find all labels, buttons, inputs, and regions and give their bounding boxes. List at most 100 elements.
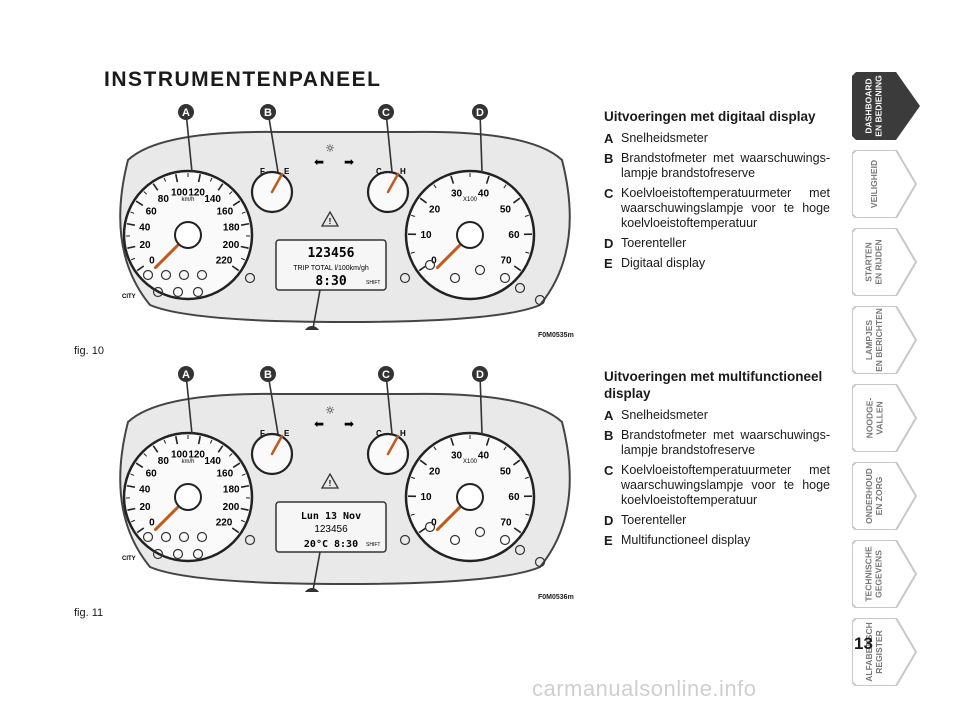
callout-letter: E xyxy=(308,329,315,330)
gauge-tick xyxy=(174,174,179,183)
gauge-tick xyxy=(136,265,145,272)
callout-letter: B xyxy=(264,369,272,381)
gauge-tick xyxy=(524,214,529,218)
legend-letter: D xyxy=(604,513,614,528)
gauge-hub xyxy=(174,221,202,249)
callout-letter: C xyxy=(382,369,390,381)
gauge-tick xyxy=(240,507,249,511)
figure-code: F0M0535m xyxy=(538,332,574,339)
tab-onderhoud[interactable]: ONDERHOUD EN ZORG xyxy=(852,462,922,530)
gauge-tick xyxy=(240,484,250,488)
tab-technische[interactable]: TECHNISCHE GEGEVENS xyxy=(852,540,922,608)
gauge-tick xyxy=(209,439,213,444)
tab-label: NOODGE- VALLEN xyxy=(864,397,884,439)
gauge-tick xyxy=(503,446,507,451)
tab-starten[interactable]: STARTEN EN RIJDEN xyxy=(852,228,922,296)
callout-marker xyxy=(472,104,488,120)
callout-letter: A xyxy=(182,107,190,119)
turn-right-icon: ➡ xyxy=(344,155,354,169)
display-line: TRIP TOTAL l/100km/gh xyxy=(293,265,369,272)
gauge-tick xyxy=(418,265,427,272)
gauge-label: 10 xyxy=(420,230,432,241)
gauge-label: 0 xyxy=(149,256,155,267)
callout-marker xyxy=(178,366,194,382)
gauge-label: 160 xyxy=(216,206,233,217)
legend-letter: C xyxy=(604,186,614,201)
callout-line xyxy=(385,111,393,173)
tab-lampjes[interactable]: LAMPJES EN BERICHTEN xyxy=(852,306,922,374)
gauge-label: 70 xyxy=(500,518,512,529)
sun-icon: ☼ xyxy=(325,142,335,155)
gauge-hub xyxy=(456,221,484,249)
gauge-label: 50 xyxy=(500,466,512,477)
warning-lamp-icon xyxy=(534,556,546,568)
warning-lamp-icon xyxy=(474,526,486,538)
gauge-tick xyxy=(512,459,521,466)
warning-lamp-icon xyxy=(244,534,256,546)
gauge-label: 0 xyxy=(149,518,155,529)
gauge-tick xyxy=(450,175,455,184)
gauge-tick xyxy=(525,513,530,516)
gauge-tick xyxy=(410,513,415,516)
warning-lamp-icon xyxy=(178,269,190,281)
tab-shape xyxy=(852,540,918,608)
callout-line xyxy=(479,111,483,173)
tab-shape xyxy=(852,306,918,374)
gauge-tick xyxy=(135,200,144,207)
chapter-tabs: DASHBOARD EN BEDIENING VEILIGHEID STARTE… xyxy=(852,72,922,696)
display-box xyxy=(275,501,387,553)
warning-icon xyxy=(320,210,340,227)
tab-dashboard[interactable]: DASHBOARD EN BEDIENING xyxy=(852,72,922,140)
warning-lamp-icon xyxy=(192,548,204,560)
legend-letter: A xyxy=(604,408,614,423)
gauge-label: 200 xyxy=(223,240,240,251)
tab-noodgevallen[interactable]: NOODGE- VALLEN xyxy=(852,384,922,452)
warning-lamp-icon xyxy=(514,282,526,294)
warning-lamp-icon xyxy=(172,286,184,298)
gauge-label: 0 xyxy=(431,518,437,529)
tab-shape xyxy=(852,228,918,296)
gauge-tick xyxy=(228,453,233,457)
tab-veiligheid[interactable]: VEILIGHEID xyxy=(852,150,922,218)
gauge-tick xyxy=(152,183,159,191)
legend-letter: A xyxy=(604,131,614,146)
gauge-label: 60 xyxy=(146,468,158,479)
legend-text: Toerenteller xyxy=(621,236,687,250)
page-title: INSTRUMENTENPANEEL xyxy=(104,68,382,91)
figure-caption: fig. 10 xyxy=(74,345,104,357)
gauge-tick xyxy=(433,446,437,451)
legend-heading: Uitvoeringen met multifunctioneel displa… xyxy=(604,369,823,401)
gauge-unit: X100 xyxy=(463,197,478,203)
legend-letter: E xyxy=(604,256,613,271)
gauge-label: 140 xyxy=(204,194,221,205)
warning-lamp-icon xyxy=(196,269,208,281)
gauge-label: 20 xyxy=(429,204,441,215)
gauge-tick xyxy=(513,265,522,272)
gauge-label: 180 xyxy=(223,485,240,496)
callout-marker xyxy=(305,588,319,592)
warning-lamp-icon xyxy=(449,272,461,284)
display-line: 20°C 8:30 xyxy=(304,539,358,550)
warning-lamp-icon xyxy=(534,294,546,306)
gauge-label: 180 xyxy=(223,223,240,234)
gauge-tick xyxy=(241,473,246,476)
gauge-tick xyxy=(232,200,241,207)
gauge-label: 50 xyxy=(500,204,512,215)
gauge-label: 40 xyxy=(139,485,151,496)
gauge-label: 220 xyxy=(216,256,233,267)
display-line: 8:30 xyxy=(315,274,346,289)
warning-lamp-icon xyxy=(449,534,461,546)
gauge-tick xyxy=(485,175,490,184)
gauge-tick xyxy=(240,257,245,261)
tab-shape xyxy=(852,618,918,686)
sun-icon: ☼ xyxy=(325,404,335,417)
gauge-tick xyxy=(217,183,224,191)
city-label: CITY xyxy=(122,556,136,562)
tab-register[interactable]: ALFABETISCH REGISTER xyxy=(852,618,922,686)
